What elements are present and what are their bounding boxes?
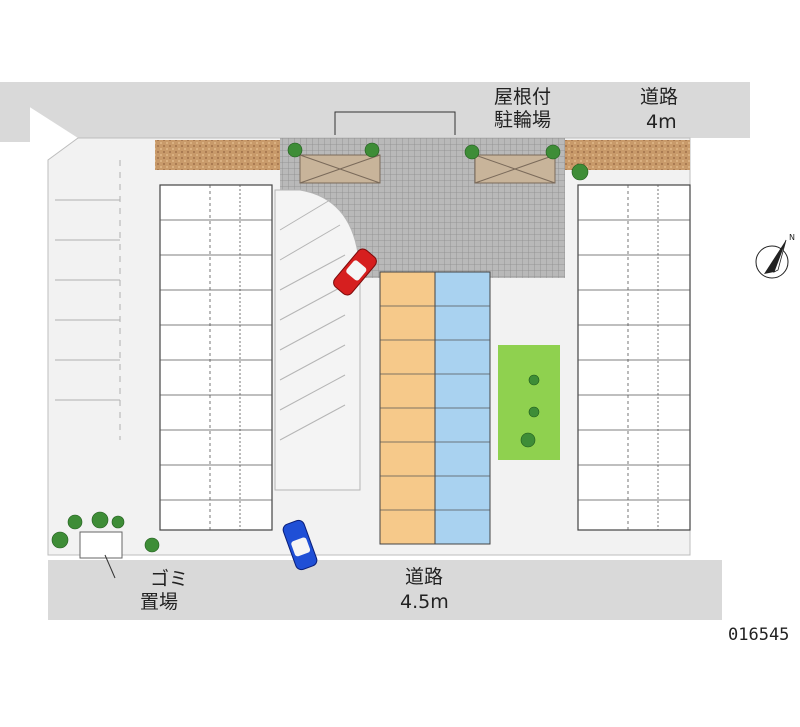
central-parking — [274, 189, 361, 491]
bike-parking-label-line2: 駐輪場 — [494, 109, 551, 131]
trees — [51, 142, 589, 553]
bike-parking-label-line1: 屋根付 — [494, 86, 551, 108]
road-north-label-line1: 道路 — [640, 86, 678, 108]
compass-north-label: N — [789, 233, 795, 242]
building-center — [379, 271, 491, 545]
road-south — [48, 560, 722, 620]
garbage-area — [79, 531, 123, 559]
property-code: 016545 — [728, 625, 789, 645]
road-south-label-line2: 4.5m — [400, 591, 449, 613]
car-blue — [282, 519, 318, 571]
road-north-label-line2: 4m — [646, 111, 677, 133]
compass-icon: N — [755, 233, 795, 279]
building-east — [577, 184, 691, 531]
bike-parking-leader — [334, 111, 456, 135]
garbage-label-line2: 置場 — [140, 591, 178, 613]
paved-court-south — [380, 200, 565, 260]
road-north — [0, 82, 750, 138]
road-west-strip — [0, 82, 30, 142]
bike-parking-roofs — [299, 154, 556, 184]
car-red — [333, 248, 377, 296]
garbage-leader-line — [104, 554, 116, 579]
building-west — [159, 184, 273, 531]
west-parking — [55, 160, 121, 440]
garbage-label-line1: ゴミ — [150, 568, 188, 590]
road-south-label-line1: 道路 — [405, 566, 443, 588]
